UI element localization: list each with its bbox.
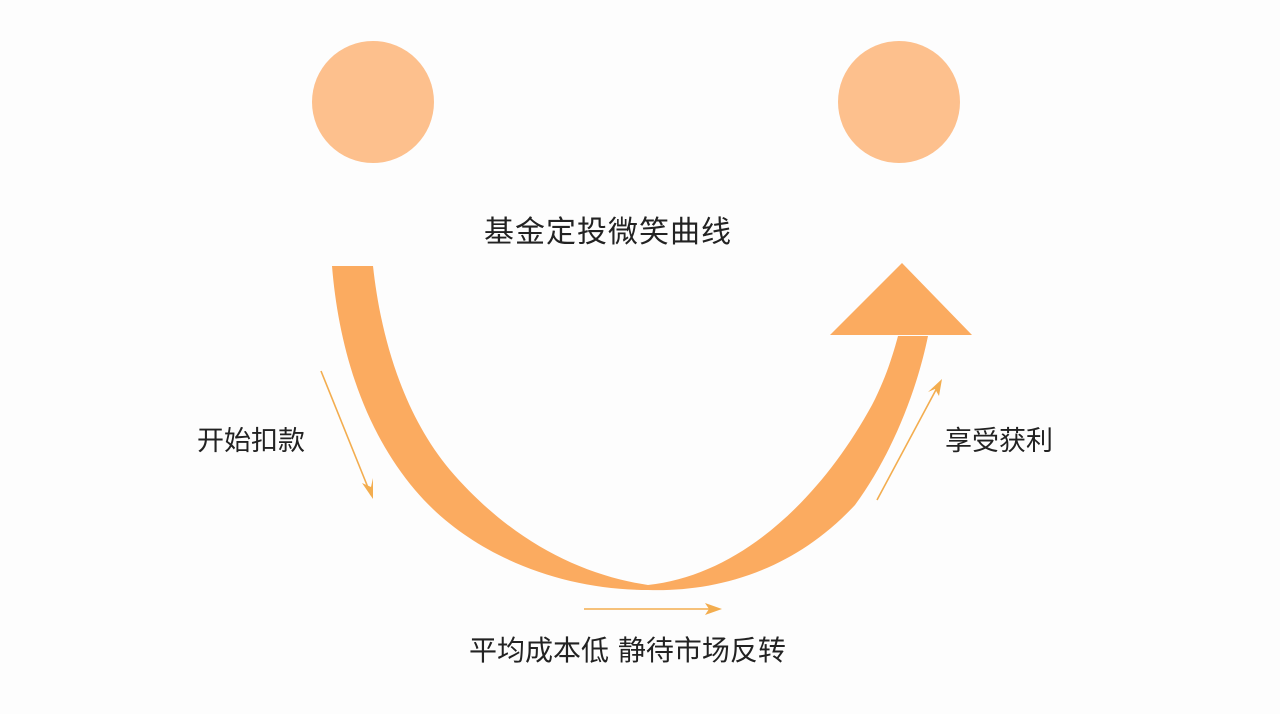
smile-curve-arrow [332, 263, 972, 591]
left-eye-circle [312, 41, 434, 163]
smile-curve-band [332, 266, 928, 591]
thin-arrow-right-icon [584, 603, 722, 615]
thin-arrow-down-icon [320, 370, 373, 499]
thin-arrow-up-icon [876, 379, 942, 501]
diagram-title: 基金定投微笑曲线 [484, 215, 732, 250]
smile-arrow-head [830, 263, 972, 335]
enjoy-profit-label: 享受获利 [945, 426, 1053, 457]
low-average-cost-label: 平均成本低 静待市场反转 [469, 634, 786, 667]
start-deduction-label: 开始扣款 [197, 426, 305, 457]
right-eye-circle [838, 41, 960, 163]
